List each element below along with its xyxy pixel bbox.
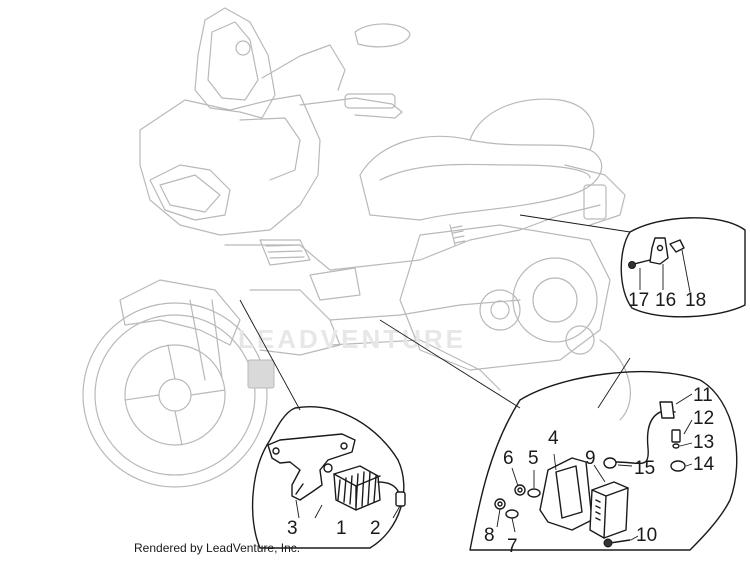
callout-14: 14 (693, 454, 715, 475)
callout-15: 15 (634, 458, 655, 479)
callout-5: 5 (528, 448, 539, 469)
callout-6: 6 (503, 448, 514, 469)
callout-2: 2 (370, 518, 381, 539)
callout-17: 17 (628, 290, 649, 311)
detail-bracket-group (620, 217, 746, 318)
detail-ecu-group (469, 371, 738, 551)
callout-7: 7 (507, 536, 518, 557)
callout-10: 10 (636, 525, 657, 546)
callout-16: 16 (655, 290, 676, 311)
callout-3: 3 (287, 518, 298, 539)
callout-13: 13 (693, 432, 714, 453)
callout-numbers: 1 2 3 4 5 6 7 8 9 10 11 12 13 14 15 16 1… (287, 290, 715, 557)
callout-8: 8 (484, 525, 495, 546)
callout-18: 18 (685, 290, 706, 311)
callout-12: 12 (693, 408, 714, 429)
callout-11: 11 (693, 385, 713, 406)
watermark-text: LEADVENTURE (238, 324, 466, 354)
callout-4: 4 (548, 428, 559, 449)
render-credit: Rendered by LeadVenture, Inc. (134, 541, 301, 555)
callout-9: 9 (585, 448, 596, 469)
callout-1: 1 (336, 518, 347, 539)
leader-lines (239, 214, 631, 411)
detail-regulator-group (251, 406, 406, 549)
scooter-outline: LEADVENTURE (82, 7, 631, 488)
